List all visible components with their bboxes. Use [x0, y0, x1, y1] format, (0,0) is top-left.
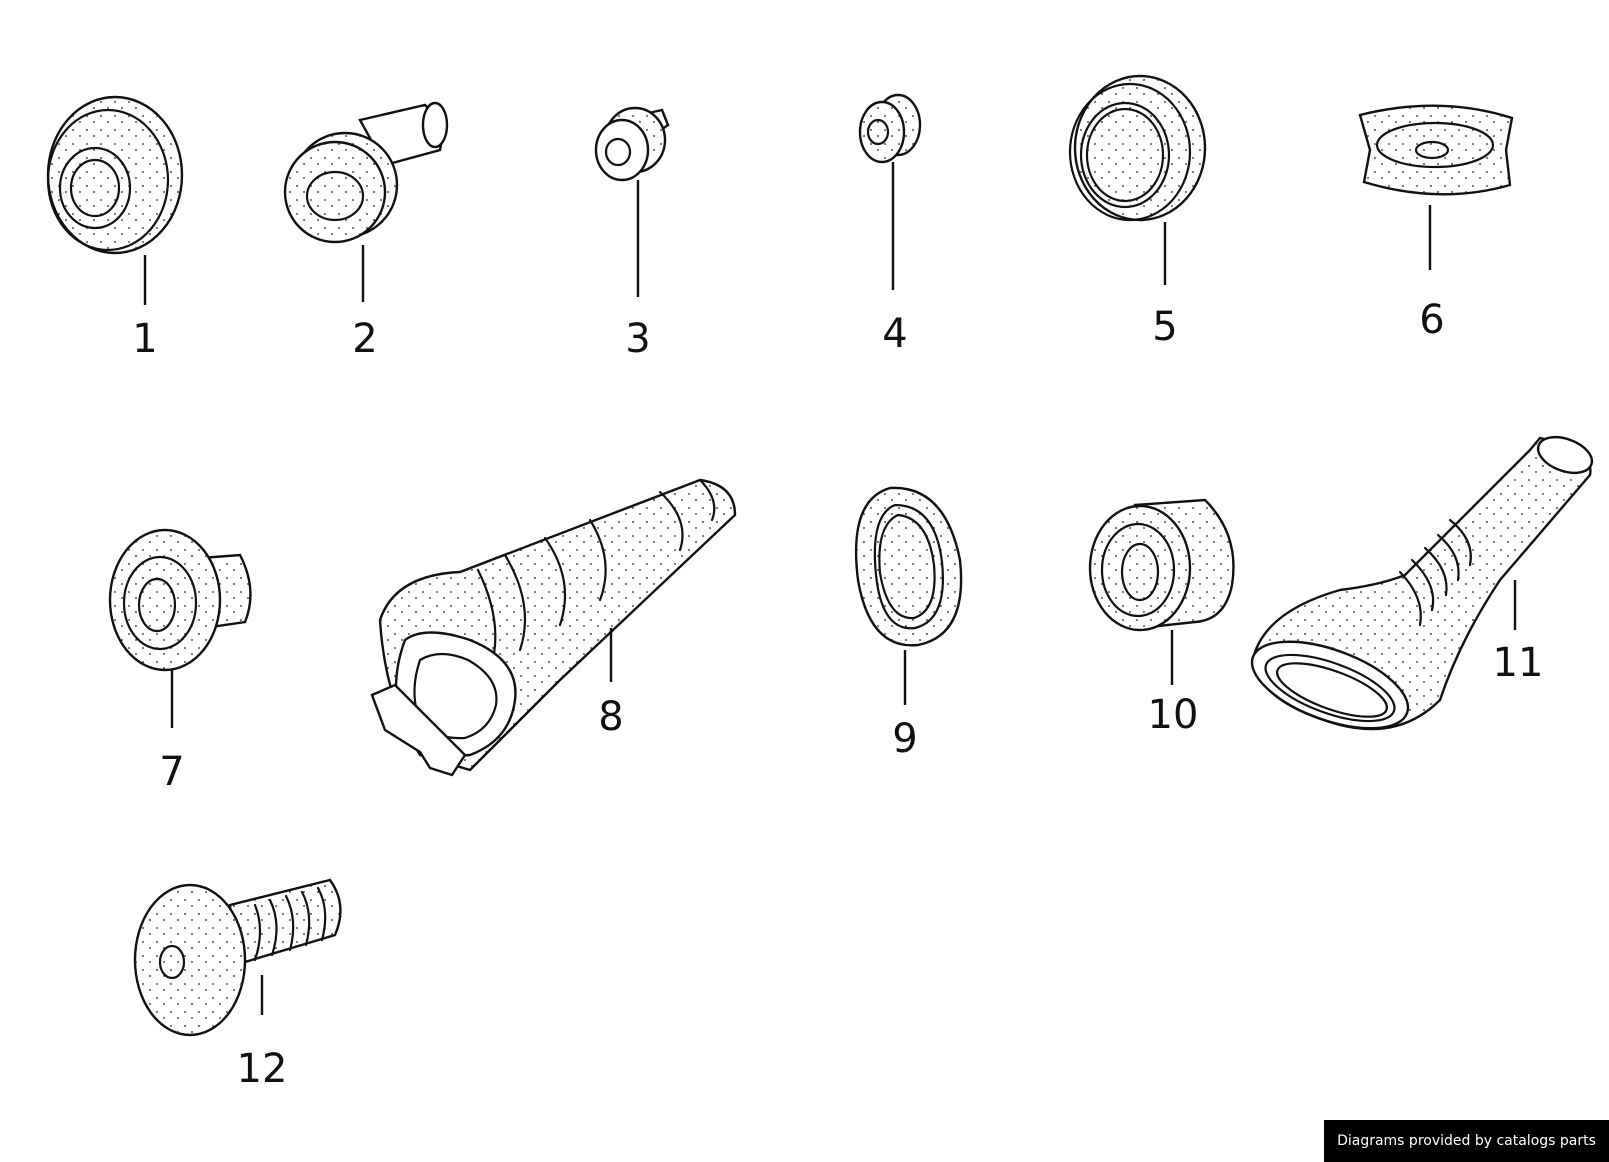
part-label: 11 [1493, 640, 1544, 686]
part-6-flat-pad[interactable]: 6 [1358, 104, 1514, 343]
part-11-flared-boot[interactable]: 11 [1241, 430, 1597, 746]
part-7-tophat-plug[interactable]: 7 [108, 528, 252, 795]
part-label: 3 [625, 316, 650, 362]
part-label: 10 [1148, 692, 1199, 738]
part-10-cylinder-grommet[interactable]: 10 [1088, 498, 1235, 738]
part-label: 1 [132, 316, 157, 362]
part-label: 5 [1152, 304, 1177, 350]
part-label: 12 [237, 1046, 288, 1092]
part-label: 9 [892, 716, 917, 762]
diagram-credit: Diagrams provided by catalogs parts [1324, 1120, 1609, 1162]
part-label: 8 [598, 694, 623, 740]
part-5-ring-grommet[interactable]: 5 [1068, 74, 1207, 350]
part-3-small-grommet[interactable]: 3 [594, 106, 670, 362]
part-4-small-plug[interactable]: 4 [858, 93, 922, 357]
part-8-bellow-boot[interactable]: 8 [370, 478, 737, 777]
part-label: 6 [1419, 297, 1444, 343]
part-9-oval-grommet[interactable]: 9 [854, 486, 963, 762]
part-label: 2 [352, 316, 377, 362]
part-12-mushroom-plug[interactable]: 12 [133, 878, 342, 1092]
part-label: 7 [159, 749, 184, 795]
part-label: 4 [882, 311, 907, 357]
part-2-grommet-tube[interactable]: 2 [283, 101, 449, 362]
part-1-grommet[interactable]: 1 [46, 95, 184, 362]
